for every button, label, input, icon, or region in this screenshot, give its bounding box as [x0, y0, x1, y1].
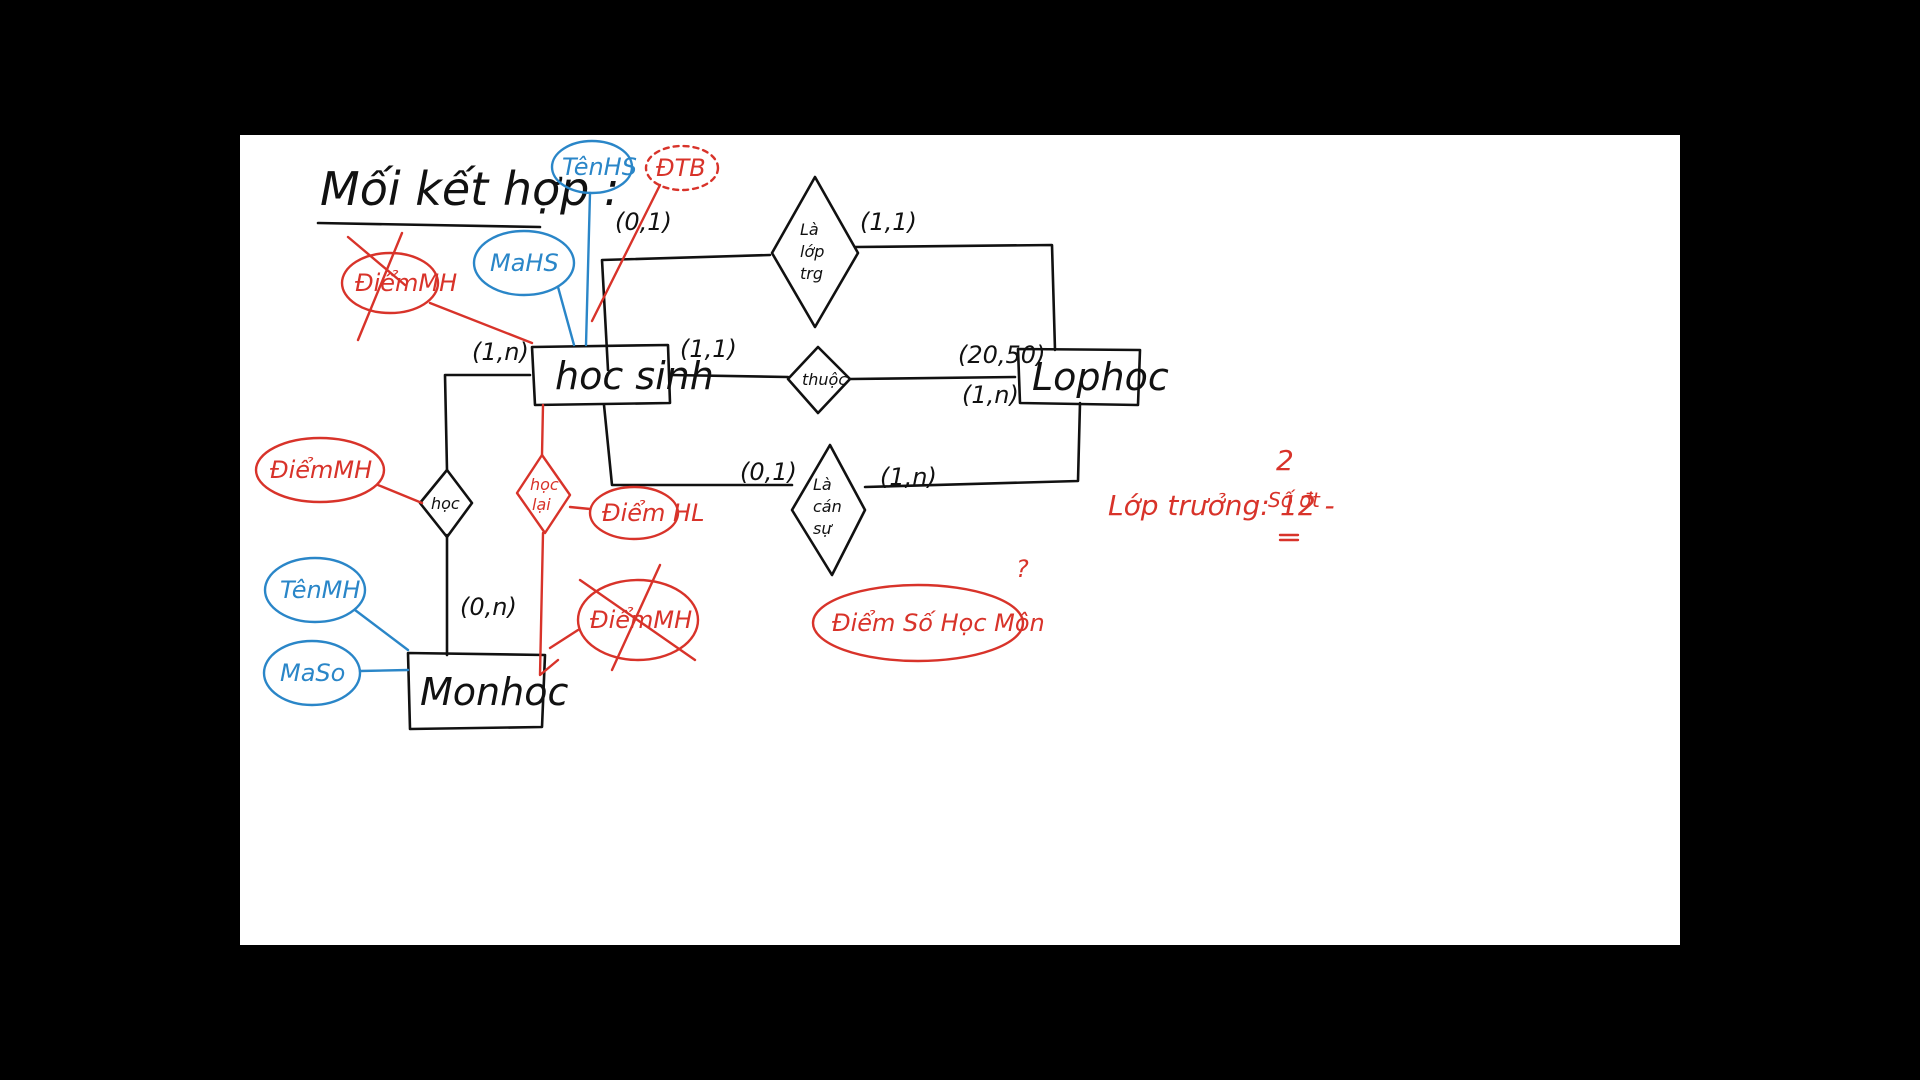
line-cansu-lop	[863, 401, 1082, 489]
card-hs-hoc: (1,n)	[472, 338, 529, 366]
card-lop-can-su: (1,n)	[880, 463, 937, 491]
attr-diem-so-hoc-mon-label: Điểm Số Học Môn	[832, 609, 1045, 637]
card-mon-hoc: (0,n)	[460, 593, 517, 621]
rel-la-lop-truong-l1: Là	[800, 220, 819, 239]
line-hs-loptruong	[600, 253, 772, 372]
er-diagram: Mối kết hợp : hoc sinh Lophoc Monhoc Là …	[254, 139, 1335, 731]
entity-lophoc: Lophoc	[1016, 347, 1169, 407]
card-lop-lop-truong: (1,1)	[860, 208, 917, 236]
card-hs-thuoc: (1,1)	[680, 335, 737, 363]
attr-tenmh: TênMH	[263, 556, 410, 652]
question-mark: ?	[1016, 555, 1029, 583]
rel-la-can-su-l2: cán	[813, 497, 842, 516]
note-stack-top: 2	[1276, 444, 1294, 477]
rel-hoc: học	[418, 468, 474, 539]
attr-mahs-label: MaHS	[490, 249, 559, 277]
attr-mamh: MaSo	[262, 639, 410, 707]
whiteboard: Mối kết hợp : hoc sinh Lophoc Monhoc Là …	[240, 135, 1680, 945]
note-value: 12 -	[1280, 489, 1335, 522]
attr-dtb: ĐTB	[590, 144, 720, 323]
card-lop-thuoc-2: (1,n)	[962, 381, 1019, 409]
attr-tenmh-label: TênMH	[280, 576, 360, 604]
attr-mahs: MaHS	[472, 229, 576, 347]
rel-la-lop-truong-l3: trg	[800, 264, 823, 283]
attr-tenhs-label: TênHS	[562, 153, 637, 181]
rel-la-lop-truong-l2: lớp	[800, 242, 824, 261]
title-underline	[316, 221, 542, 229]
rel-la-can-su-l1: Là	[813, 475, 832, 494]
attr-tenhs: TênHS	[550, 139, 637, 347]
attr-diem-so-hoc-mon: Điểm Số Học Môn ?	[811, 555, 1045, 663]
attr-diemmh-crossed-2: ĐiểmMH	[548, 563, 700, 672]
line-hs-thuoc	[668, 373, 790, 379]
entity-hocsinh: hoc sinh	[530, 343, 714, 407]
line-hs-cansu	[602, 403, 794, 487]
rel-thuoc: thuộc	[786, 345, 852, 415]
line-hs-hoc	[443, 373, 532, 472]
attr-dtb-label: ĐTB	[656, 154, 706, 182]
attr-diemmh-crossed-2-label: ĐiểmMH	[590, 606, 692, 634]
rel-thuoc-label: thuộc	[802, 370, 847, 389]
note-stack-bottom: Số đt	[1268, 488, 1321, 512]
card-hs-lop-truong: (0,1)	[615, 208, 672, 236]
note-label: Lớp trưởng:	[1108, 489, 1270, 522]
attr-diemhl-label: Điểm HL	[602, 499, 704, 527]
entity-monhoc: Monhoc	[406, 651, 568, 731]
card-hs-can-su: (0,1)	[740, 458, 797, 486]
card-lop-thuoc: (20,50)	[958, 341, 1045, 369]
rel-hoc-lai-l1: học	[530, 475, 559, 494]
rel-la-can-su-l3: sự	[813, 519, 833, 538]
attr-diemmh-crossed-label: ĐiểmMH	[355, 269, 457, 297]
attr-diemmh-crossed: ĐiểmMH	[340, 231, 534, 345]
attr-diemmh-label: ĐiểmMH	[270, 456, 372, 484]
rel-hoc-lai-l2: lại	[532, 495, 551, 514]
rel-hoc-lai: học lại	[515, 403, 572, 677]
note-underline	[1278, 533, 1300, 542]
entity-monhoc-label: Monhoc	[420, 670, 568, 714]
entity-hocsinh-label: hoc sinh	[555, 354, 714, 398]
line-thuoc-lop	[848, 375, 1017, 381]
rel-la-can-su: Là cán sự	[790, 443, 867, 577]
attr-diemhl: Điểm HL	[568, 485, 704, 541]
attr-mamh-label: MaSo	[280, 659, 345, 687]
rel-hoc-label: học	[431, 494, 460, 513]
line-loptruong-lop	[853, 243, 1057, 352]
entity-lophoc-label: Lophoc	[1032, 355, 1169, 399]
rel-la-lop-truong: Là lớp trg	[770, 175, 860, 329]
attr-diemmh: ĐiểmMH	[254, 436, 424, 505]
note-lop-truong: Lớp trưởng: 12 - 2 Số đt	[1108, 444, 1335, 542]
